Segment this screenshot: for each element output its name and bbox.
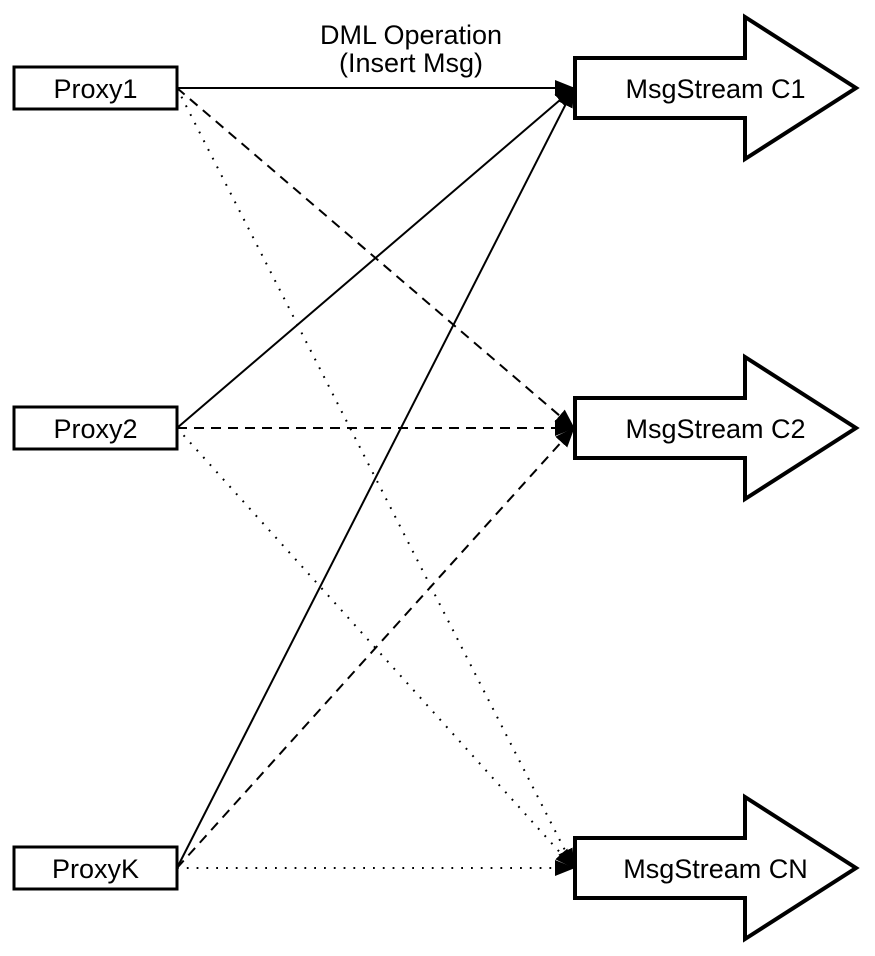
stream-arrow-c1: MsgStream C1 (573, 13, 860, 163)
proxy-label: Proxy1 (53, 74, 137, 104)
block-arrow-shape (573, 13, 860, 163)
proxy-label: Proxy2 (53, 414, 137, 444)
stream-label: MsgStream C2 (625, 414, 805, 444)
proxy-label: ProxyK (52, 854, 139, 884)
proxy-box (12, 65, 179, 111)
stream-arrow-c2: MsgStream C2 (573, 353, 860, 503)
edge-proxy2-cn (176, 427, 575, 869)
edge-proxyk-c1 (176, 87, 575, 869)
stream-label: MsgStream CN (623, 854, 808, 884)
proxy-node-proxy2: Proxy2 (12, 405, 179, 451)
proxy-box (12, 405, 179, 451)
stream-label: MsgStream C1 (625, 74, 805, 104)
proxy-box (12, 845, 179, 891)
edges-layer (176, 80, 575, 876)
edge-proxy2-c1 (176, 87, 575, 429)
stream-arrow-cn: MsgStream CN (573, 793, 860, 943)
diagram-title-line2: (Insert Msg) (339, 48, 483, 78)
edge-proxyk-c2 (176, 427, 575, 869)
block-arrow-shape (573, 353, 860, 503)
diagram-title-line1: DML Operation (320, 20, 502, 50)
block-arrow-shape (573, 793, 860, 943)
proxy-node-proxyk: ProxyK (12, 845, 179, 891)
proxy-node-proxy1: Proxy1 (12, 65, 179, 111)
stream-arrows-layer: MsgStream C1 MsgStream C2 MsgStream CN (573, 13, 860, 943)
